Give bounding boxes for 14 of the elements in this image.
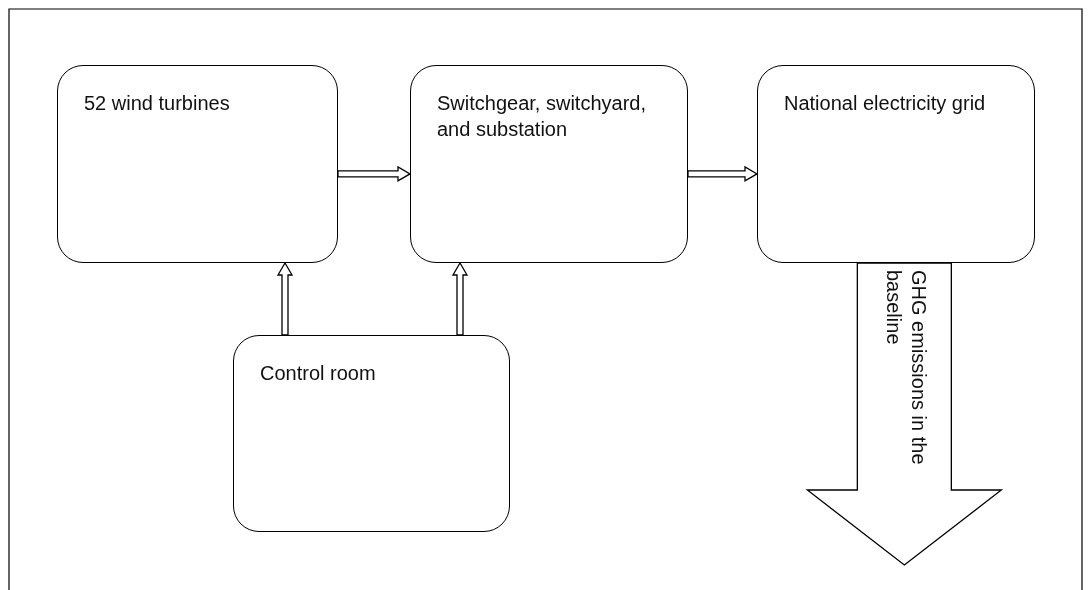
box-label: 52 wind turbines: [84, 91, 231, 116]
arrow: [276, 261, 294, 336]
box-label: Switchgear, switchyard, and substation: [437, 91, 647, 142]
process-box: [57, 65, 338, 263]
process-box: [757, 65, 1035, 263]
arrow: [687, 165, 759, 183]
edge-label: GHG emissions in the baseline: [882, 270, 932, 467]
box-label: National electricity grid: [784, 91, 987, 116]
arrow: [451, 261, 469, 336]
process-box: [233, 335, 510, 532]
box-label: Control room: [260, 361, 377, 386]
block-arrow: [805, 262, 1004, 566]
process-box: [410, 65, 688, 263]
arrow: [337, 165, 412, 183]
